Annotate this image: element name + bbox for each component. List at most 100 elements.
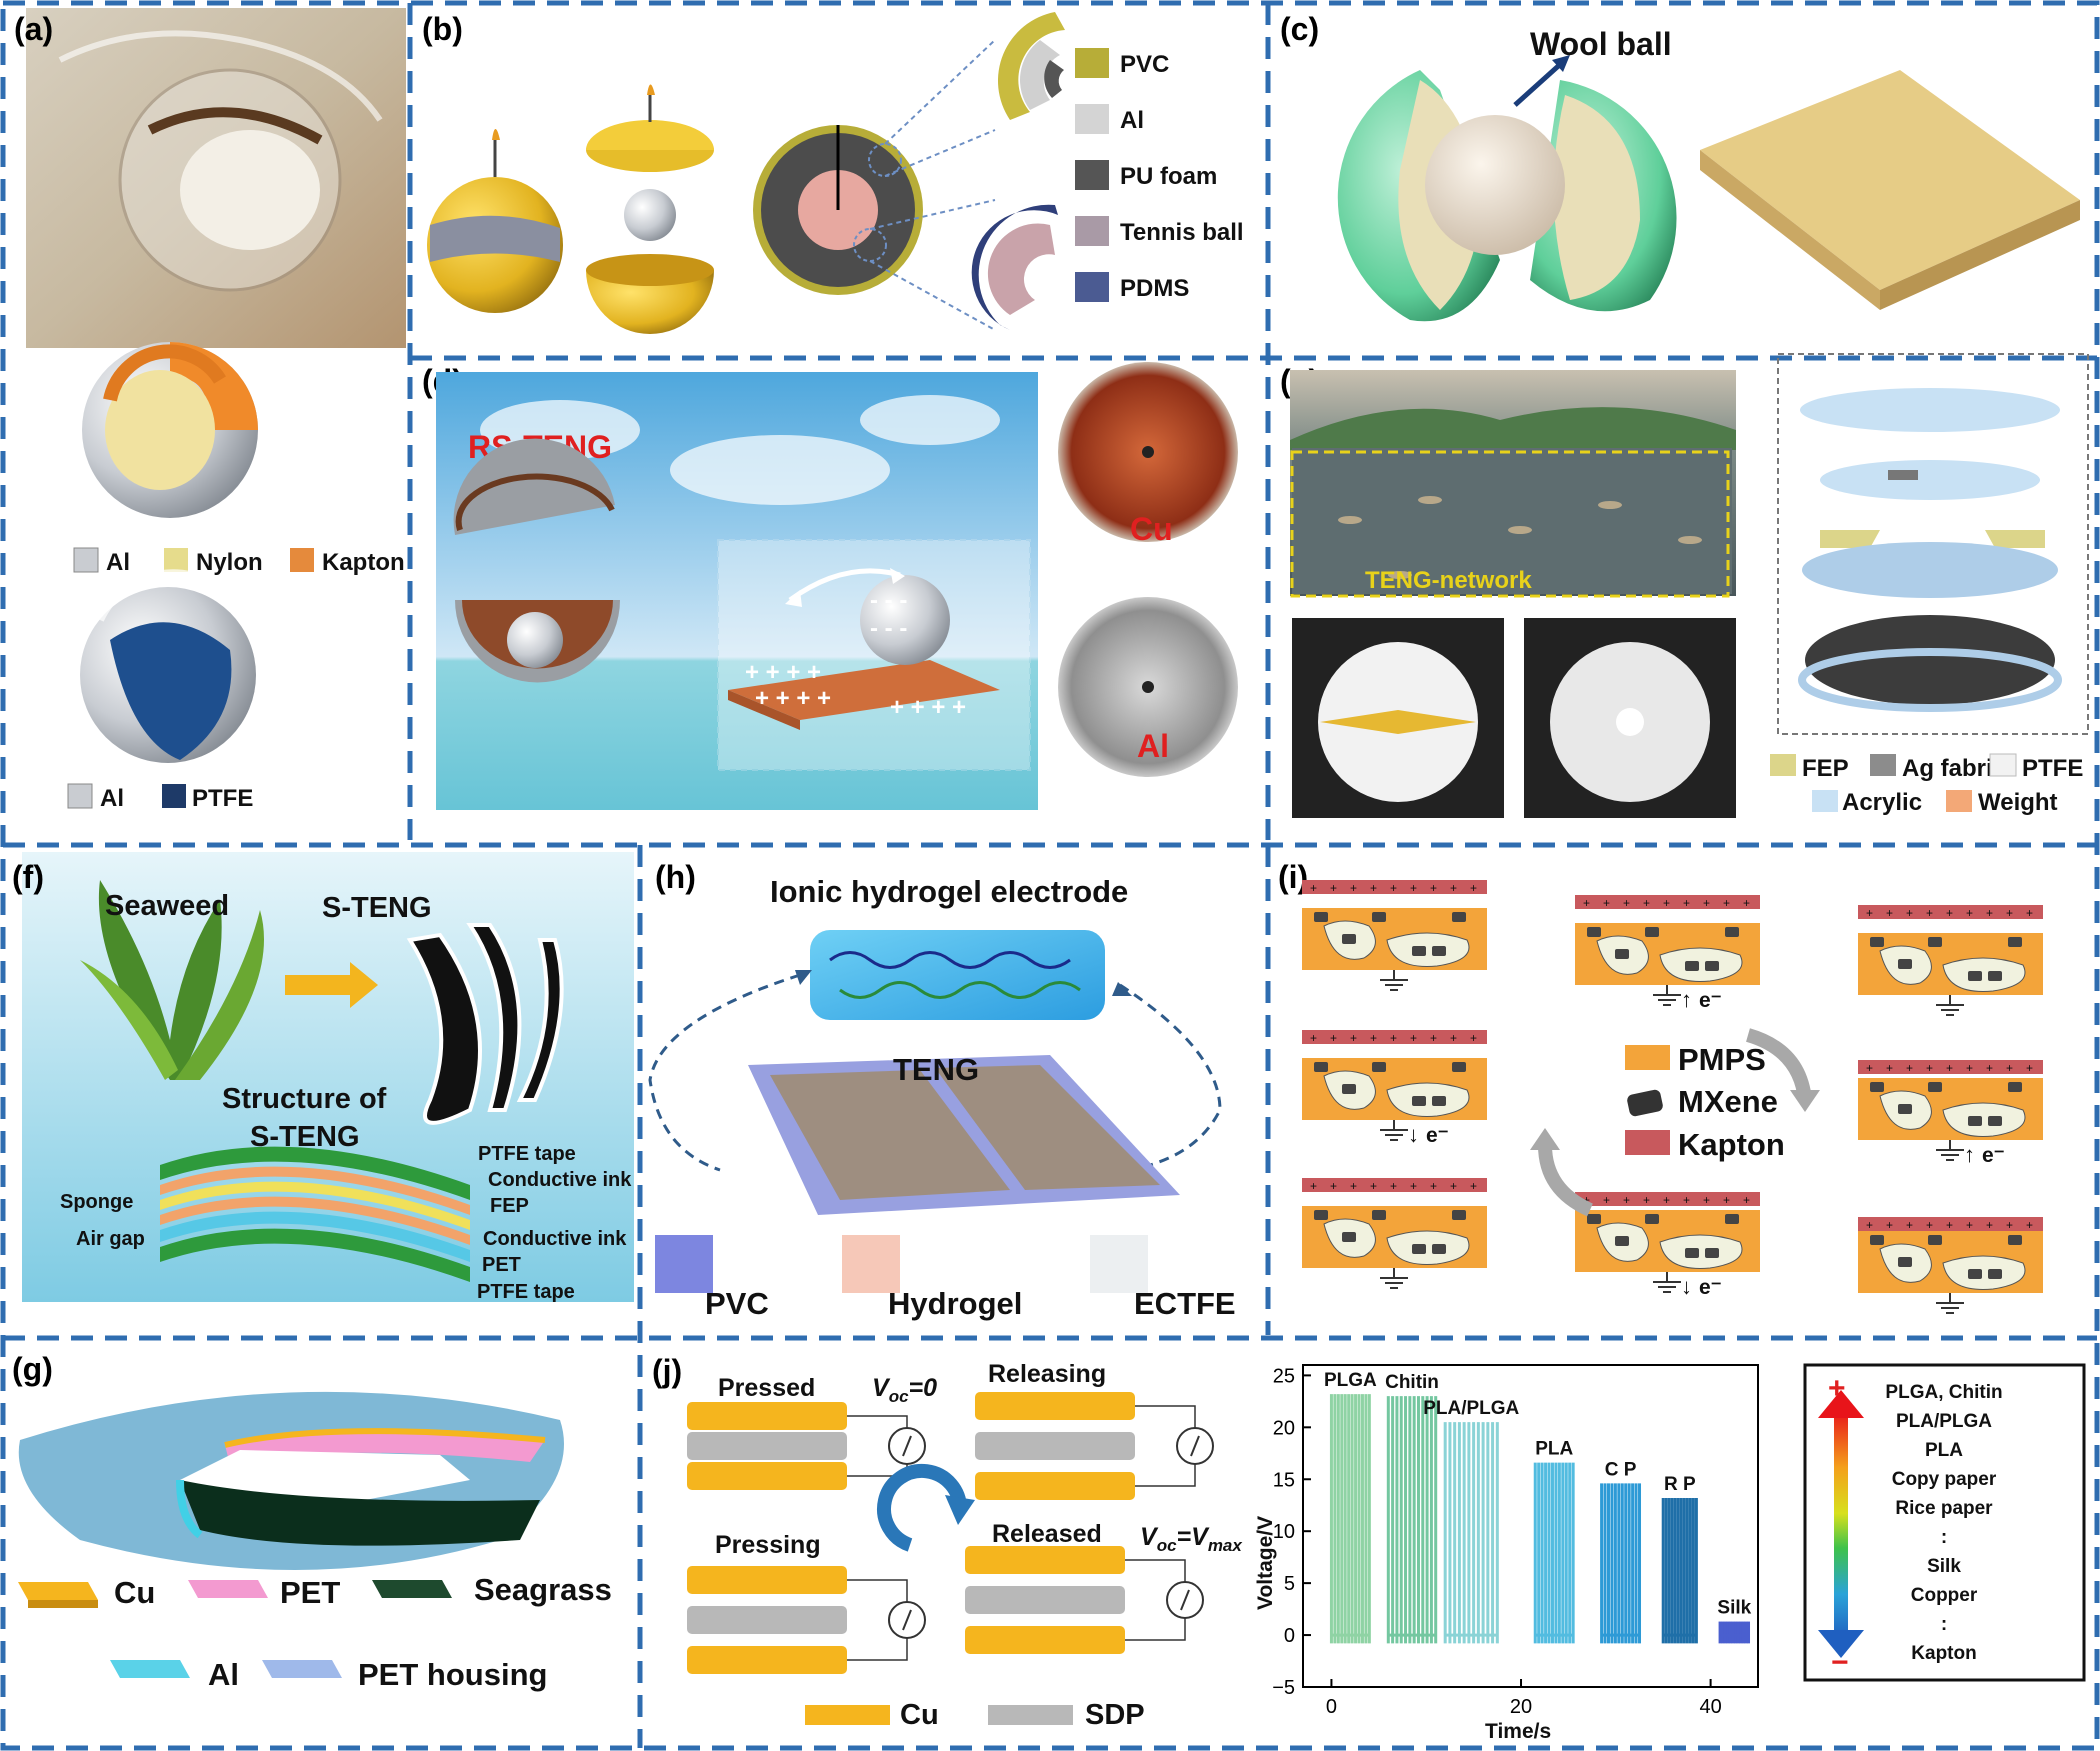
svg-text:+: + xyxy=(1470,1031,1477,1045)
mxene-icon xyxy=(1412,1244,1426,1254)
legend-g-pet: PET xyxy=(280,1575,340,1610)
legend-e-acrylic: Acrylic xyxy=(1842,789,1922,816)
legend-h-ectfe: ECTFE xyxy=(1134,1286,1236,1321)
legend-b-al: Al xyxy=(1120,107,1144,134)
mxene-icon xyxy=(1587,1214,1601,1224)
layer-air-gap: Air gap xyxy=(76,1228,145,1250)
svg-text:+: + xyxy=(1703,896,1710,910)
rank-item: Silk xyxy=(1927,1556,1961,1577)
panel-c-label: (c) xyxy=(1280,11,1319,47)
svg-text:+: + xyxy=(1430,1179,1437,1193)
svg-text:+: + xyxy=(1946,1061,1953,1075)
panel-e-legend: FEP Ag fabric PTFE Acrylic Weight xyxy=(1770,753,2083,816)
series-plga: PLGA xyxy=(1324,1370,1377,1644)
mechanism-cell: +++++++++ xyxy=(1858,905,2043,1016)
mxene-icon xyxy=(1898,1104,1912,1114)
svg-text:+: + xyxy=(1430,1031,1437,1045)
mxene-icon xyxy=(1452,1210,1466,1220)
state-releasing: Releasing xyxy=(988,1360,1106,1388)
svg-text:+: + xyxy=(1350,1179,1357,1193)
mxene-icon xyxy=(2008,937,2022,947)
panel-a-sphere-2 xyxy=(80,569,256,763)
electron-label: e⁻ xyxy=(1982,1144,2005,1167)
electron-label: e⁻ xyxy=(1699,989,1722,1012)
panel-d: (d) RS-TENG + + + + + + + + + + + + - - … xyxy=(422,362,1238,810)
svg-text:+: + xyxy=(1866,906,1873,920)
rank-item: Copper xyxy=(1911,1585,1978,1606)
svg-text:+: + xyxy=(1683,896,1690,910)
layer-conductive-ink-2: Conductive ink xyxy=(483,1228,627,1250)
y-tick-label: 20 xyxy=(1273,1417,1295,1439)
panel-j: (j) Pressed Releasing Pressing Released … xyxy=(652,1353,2086,1743)
mxene-icon xyxy=(1412,946,1426,956)
panel-a-label: (a) xyxy=(14,11,53,47)
rank-bar xyxy=(1834,1410,1848,1640)
legend-a2-ptfe: PTFE xyxy=(192,785,253,812)
svg-text:+: + xyxy=(1603,1193,1610,1207)
mxene-icon xyxy=(1968,1269,1982,1279)
x-tick-label: 0 xyxy=(1326,1696,1337,1718)
seaweed-label: Seaweed xyxy=(105,890,229,922)
svg-text:+: + xyxy=(1390,1179,1397,1193)
series-label: C P xyxy=(1605,1459,1637,1480)
layer-fep: FEP xyxy=(490,1195,529,1217)
svg-text:+: + xyxy=(1583,896,1590,910)
mxene-icon xyxy=(1705,961,1719,971)
svg-text:+: + xyxy=(1310,1031,1317,1045)
layer-pet: PET xyxy=(482,1254,521,1276)
mechanism-cell: +++++++++↑e⁻ xyxy=(1575,895,1760,1012)
panel-g-legend: Cu PET Seagrass Al PET housing xyxy=(18,1572,612,1692)
voc-max-label: Voc=Vmax xyxy=(1140,1523,1243,1555)
svg-text:+: + xyxy=(1966,906,1973,920)
panel-b: (b) xyxy=(422,11,1244,334)
legend-e-ag-fabric: Ag fabric xyxy=(1902,755,2006,782)
svg-text:+: + xyxy=(1703,1193,1710,1207)
panel-i-legend: PMPS MXene Kapton xyxy=(1625,1042,1785,1162)
series-r-p: R P xyxy=(1661,1474,1698,1644)
mxene-icon xyxy=(1928,1082,1942,1092)
mxene-icon xyxy=(1870,1082,1884,1092)
steng-strips xyxy=(406,923,564,1125)
svg-text:+: + xyxy=(1623,1193,1630,1207)
legend-b-pvc: PVC xyxy=(1120,51,1169,78)
hydrogel-block xyxy=(810,930,1105,1020)
series-label: Chitin xyxy=(1385,1372,1439,1393)
wool-ball xyxy=(1425,115,1565,255)
mxene-icon xyxy=(2008,1082,2022,1092)
nylon-swatch-icon xyxy=(164,548,188,572)
electron-label: e⁻ xyxy=(1699,1276,1722,1299)
panel-a-legend-2: Al PTFE xyxy=(67,783,253,812)
cu-disc-label: Cu xyxy=(1130,511,1173,547)
rank-plus: + xyxy=(1828,1372,1846,1405)
legend-b-pu-foam: PU foam xyxy=(1120,163,1217,190)
mxene-icon xyxy=(1968,1116,1982,1126)
svg-text:+: + xyxy=(1986,1218,1993,1232)
teng-state xyxy=(965,1546,1204,1654)
mxene-icon xyxy=(1432,1244,1446,1254)
svg-text:+: + xyxy=(1663,1193,1670,1207)
svg-text:+: + xyxy=(1430,881,1437,895)
mxene-icon xyxy=(1988,1116,2002,1126)
legend-j-cu: Cu xyxy=(900,1699,939,1731)
panel-b-ball-open xyxy=(586,84,714,334)
svg-text:+: + xyxy=(1370,1031,1377,1045)
kapton-swatch-icon xyxy=(290,548,314,572)
panel-g: (g) Cu PET Seagrass Al PET housing xyxy=(12,1351,612,1692)
legend-j-sdp: SDP xyxy=(1085,1699,1145,1731)
series-silk: Silk xyxy=(1717,1598,1752,1644)
mechanism-cell: +++++++++↓e⁻ xyxy=(1575,1192,1760,1299)
mechanism-cell: +++++++++↓e⁻ xyxy=(1302,1030,1487,1147)
mxene-icon xyxy=(1372,912,1386,922)
state-released: Released xyxy=(992,1520,1102,1548)
teng-state xyxy=(687,1566,926,1674)
plus-row-3: + + + + xyxy=(890,694,966,721)
legend-i-kapton: Kapton xyxy=(1678,1127,1785,1162)
mxene-icon xyxy=(1372,1062,1386,1072)
chart-ylabel: Voltage/V xyxy=(1254,1516,1277,1610)
svg-text:+: + xyxy=(1350,1031,1357,1045)
svg-text:+: + xyxy=(1450,1031,1457,1045)
